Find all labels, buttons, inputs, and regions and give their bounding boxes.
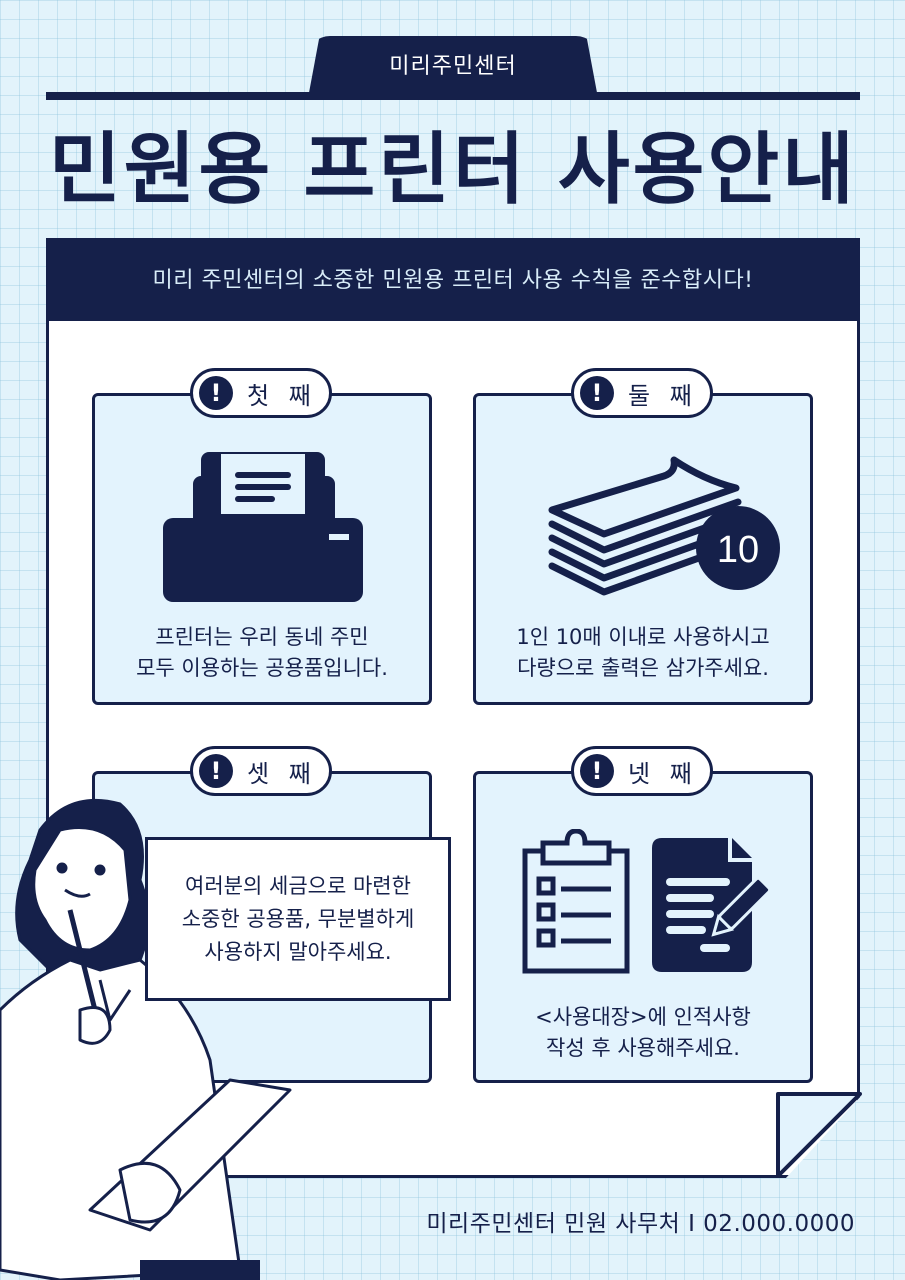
exclamation-icon: ! (580, 754, 614, 788)
page-fold-corner (776, 1092, 862, 1178)
rule-card-1: ! 첫 째 프린터는 우리 동네 주민 모두 이용하는 공용품입니다. (92, 368, 432, 705)
clipboard-checklist-icon (522, 829, 630, 974)
rule-badge-1: ! 첫 째 (190, 368, 332, 418)
paper-count-label: 10 (717, 529, 759, 571)
exclamation-icon: ! (580, 376, 614, 410)
header-rule-top (46, 92, 860, 100)
person-illustration (0, 798, 292, 1280)
rule-badge-label: 넷 째 (628, 759, 698, 788)
rule-text-1: 프린터는 우리 동네 주민 모두 이용하는 공용품입니다. (136, 625, 388, 680)
center-name-tab: 미리주민센터 (308, 36, 598, 98)
exclamation-icon: ! (199, 376, 233, 410)
rule-text-4: <사용대장>에 인적사항 작성 후 사용해주세요. (535, 1005, 751, 1060)
footer-contact: 미리주민센터 민원 사무처 I 02.000.0000 (426, 1211, 855, 1237)
rule-card-4: ! 넷 째 <사용대장>에 인적사항 작성 후 사용해주세요. (473, 746, 813, 1083)
paper-stack-icon: 10 (548, 456, 780, 596)
rule-badge-3: ! 셋 째 (190, 746, 332, 796)
rule-text-2: 1인 10매 이내로 사용하시고 다량으로 출력은 삼가주세요. (516, 625, 770, 680)
rule-badge-2: ! 둘 째 (571, 368, 713, 418)
rule-card-2: ! 둘 째 10 1인 10매 이내로 사용하시고 다량으로 출력은 삼가주세요… (473, 368, 813, 705)
rule-badge-label: 둘 째 (628, 381, 698, 410)
rule-text-3: 여러분의 세금으로 마련한 소중한 공용품, 무분별하게 사용하지 말아주세요. (145, 837, 451, 1001)
printer-icon (163, 452, 363, 602)
page-title: 민원용 프린터 사용안내 (49, 125, 857, 215)
rule-badge-label: 셋 째 (247, 759, 317, 788)
rule-badge-label: 첫 째 (247, 381, 317, 410)
document-edit-icon (652, 838, 772, 972)
panel-subtitle: 미리 주민센터의 소중한 민원용 프린터 사용 수칙을 준수합시다! (49, 241, 857, 321)
exclamation-icon: ! (199, 754, 233, 788)
rule-badge-4: ! 넷 째 (571, 746, 713, 796)
